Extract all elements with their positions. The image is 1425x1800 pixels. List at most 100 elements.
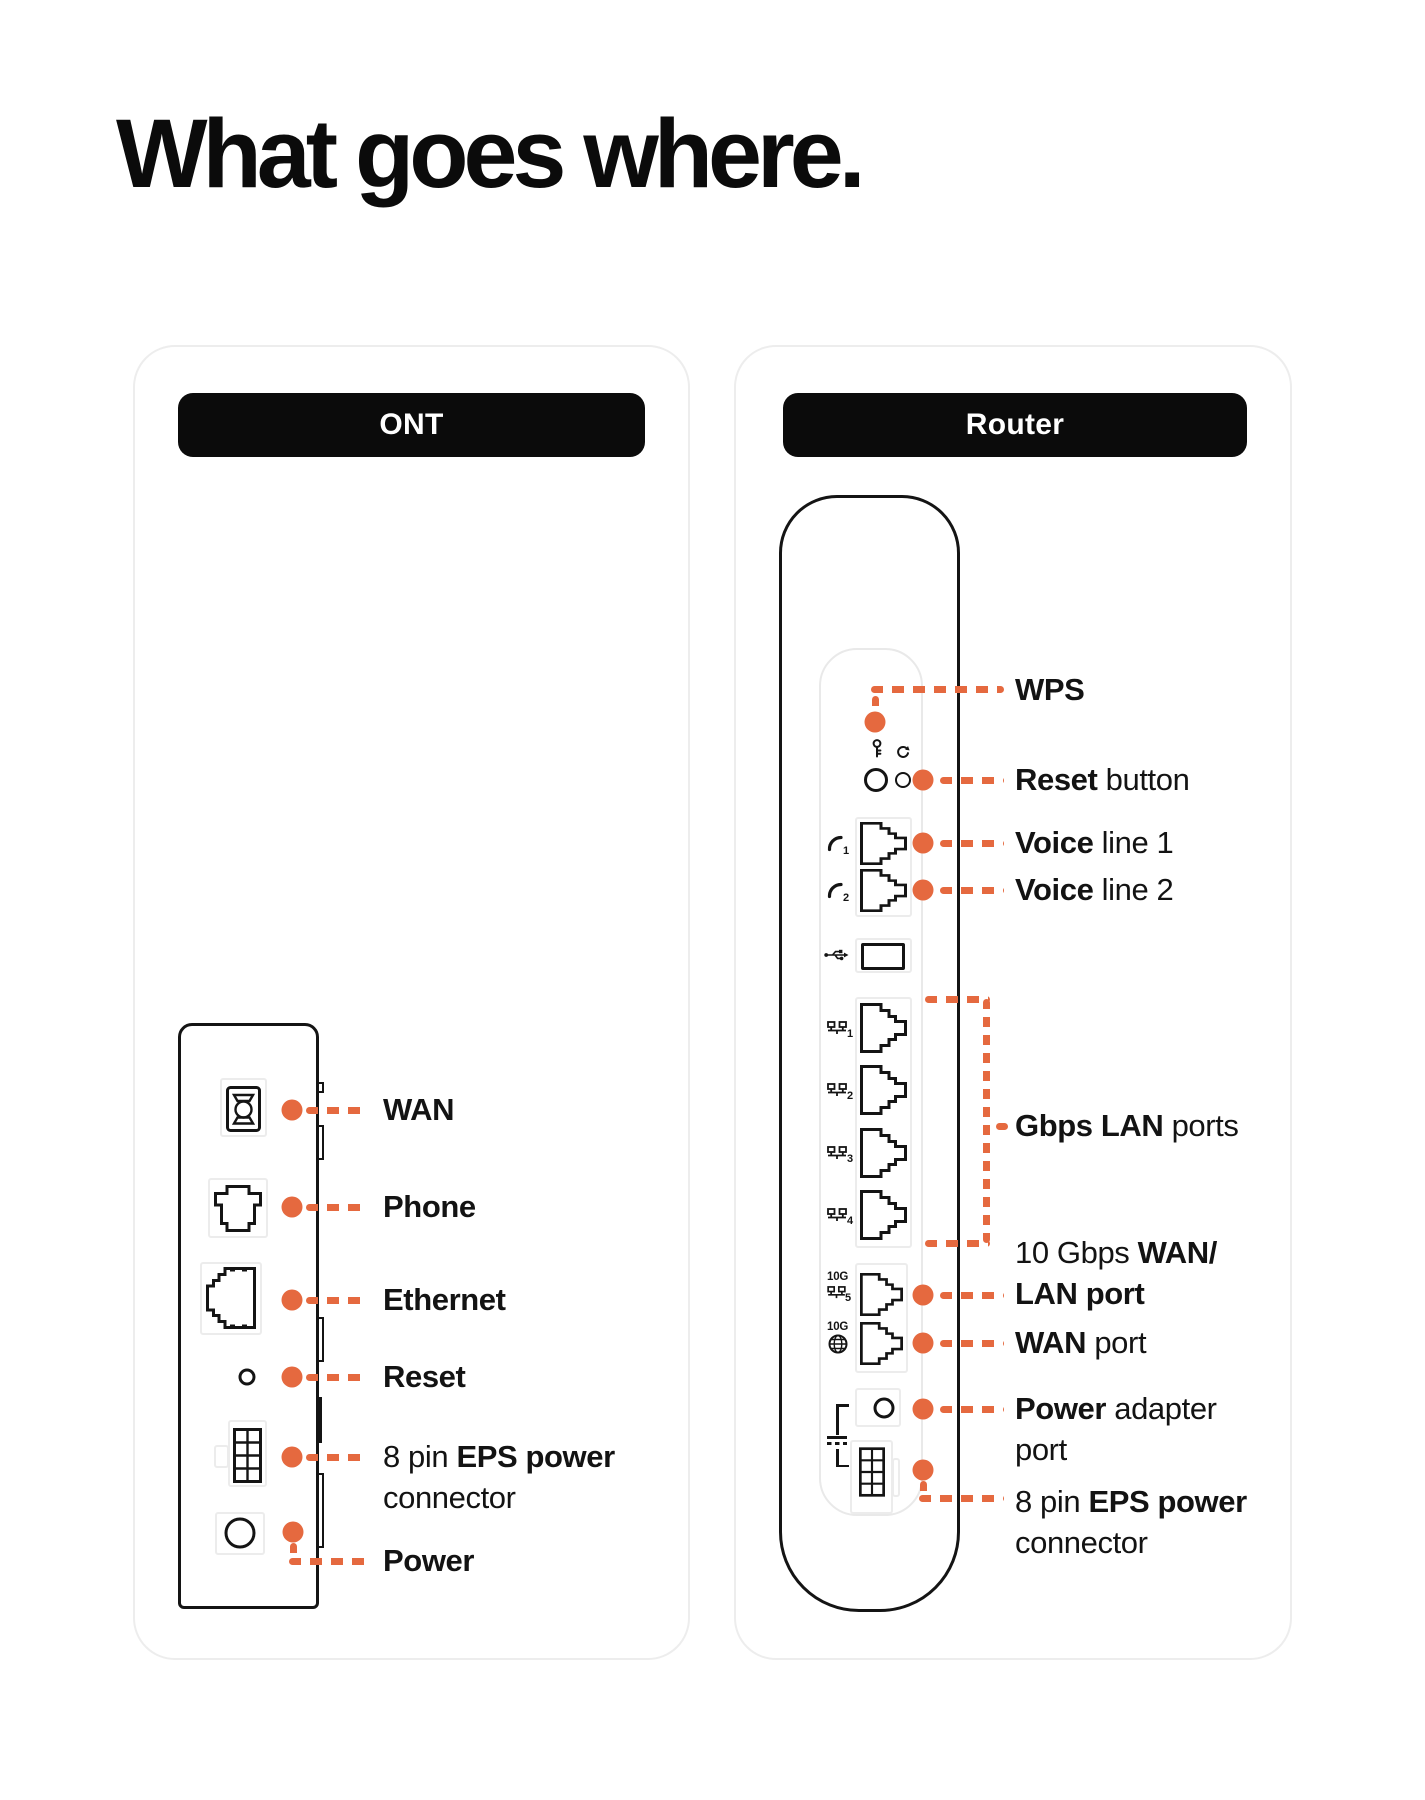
power-callout-dashes — [289, 1557, 369, 1565]
lan-label-dash — [996, 1122, 1008, 1130]
ten-gig-lan-port-icon — [860, 1273, 903, 1316]
lan-bracket-top-dashes — [925, 995, 990, 1003]
eps-callout-dashes — [306, 1453, 368, 1461]
ten-gig-lan-callout-dashes — [940, 1291, 1004, 1299]
ont-side-detail — [317, 1125, 324, 1160]
network-icon — [827, 1146, 847, 1160]
dc-power-icon — [827, 1436, 847, 1439]
power-bracket-icon — [837, 1404, 849, 1407]
ont-eps-label-line1: 8 pin EPS power — [383, 1439, 615, 1474]
router-power-callout-dashes — [940, 1405, 1004, 1413]
eps-8pin-connector-icon — [233, 1428, 262, 1483]
ont-side-detail — [319, 1397, 322, 1443]
router-reset-callout-dot — [912, 769, 934, 791]
ont-reset-label: Reset — [383, 1359, 466, 1394]
router-eps-callout-dot — [912, 1459, 934, 1481]
router-reset-callout-dashes — [940, 776, 1004, 784]
voice2-port-icon — [860, 869, 907, 912]
wan-port-label: WAN port — [1015, 1325, 1147, 1360]
lan-bracket-vertical-dashes — [983, 999, 990, 1243]
voice2-number: 2 — [843, 892, 850, 904]
router-eps-callout-dashes-vertical — [919, 1481, 927, 1497]
power-bracket-icon — [837, 1464, 849, 1467]
ont-reset-button-icon — [238, 1368, 256, 1386]
router-eps-callout-dashes — [919, 1495, 1004, 1502]
voice2-callout-dot — [912, 879, 934, 901]
phone-handset-icon — [827, 882, 843, 899]
ont-header-pill: ONT — [178, 393, 645, 457]
ten-gig-wan-tag: 10G — [827, 1321, 849, 1333]
lan1-number: 1 — [847, 1028, 854, 1040]
ten-gig-lan-tag: 10G — [827, 1271, 849, 1283]
power-callout-dashes-vertical — [289, 1543, 297, 1561]
ethernet-rj45-port-icon — [206, 1267, 256, 1329]
wps-callout-dashes — [871, 685, 1004, 693]
lan4-number: 4 — [847, 1215, 854, 1227]
dc-power-icon — [827, 1442, 847, 1445]
rotate-arrow-icon — [897, 745, 910, 758]
ont-wan-label: WAN — [383, 1092, 455, 1127]
voice2-callout-dashes — [940, 886, 1004, 894]
phone-callout-dot — [281, 1196, 303, 1218]
router-eps-port-tab — [892, 1458, 900, 1497]
ont-side-detail — [317, 1317, 324, 1362]
key-icon — [872, 739, 882, 758]
ten-gig-lan-callout-dot — [912, 1284, 934, 1306]
phone-callout-dashes — [306, 1203, 368, 1211]
wps-callout-dot — [864, 711, 886, 733]
voice2-label: Voice line 2 — [1015, 872, 1174, 907]
reset-callout-dot — [281, 1366, 303, 1388]
router-power-label-line1: Power adapter — [1015, 1391, 1217, 1426]
lan2-number: 2 — [847, 1090, 854, 1102]
network-icon — [827, 1286, 846, 1299]
network-icon — [827, 1208, 847, 1222]
router-reset-button-icon — [895, 772, 911, 788]
eps-callout-dot — [281, 1446, 303, 1468]
network-icon — [827, 1021, 847, 1035]
router-wps-label: WPS — [1015, 672, 1085, 707]
ethernet-callout-dot — [281, 1289, 303, 1311]
router-reset-label: Reset button — [1015, 762, 1190, 797]
network-icon — [827, 1083, 847, 1097]
voice1-callout-dot — [912, 832, 934, 854]
ont-header-label: ONT — [379, 408, 444, 441]
voice1-callout-dashes — [940, 839, 1004, 847]
voice1-label: Voice line 1 — [1015, 825, 1174, 860]
power-bracket-icon — [836, 1404, 839, 1435]
page-title: What goes where. — [116, 99, 866, 208]
wan-callout-dot — [281, 1099, 303, 1121]
router-eps-label-line1: 8 pin EPS power — [1015, 1484, 1247, 1519]
lan2-port-icon — [860, 1065, 907, 1115]
lan-ports-label: Gbps LAN ports — [1015, 1108, 1239, 1143]
lan3-port-icon — [860, 1128, 907, 1178]
globe-icon — [828, 1334, 848, 1354]
phone-rj11-port-icon — [214, 1185, 262, 1232]
voice1-port-icon — [860, 822, 907, 865]
ten-gig-wanlan-label-line2: LAN port — [1015, 1276, 1145, 1311]
router-power-label-line2: port — [1015, 1432, 1067, 1467]
phone-handset-icon — [827, 835, 843, 852]
lan5-number: 5 — [845, 1292, 852, 1304]
lan4-port-icon — [860, 1190, 907, 1240]
wan-port-callout-dot — [912, 1332, 934, 1354]
reset-callout-dashes — [306, 1373, 368, 1381]
router-power-callout-dot — [912, 1398, 934, 1420]
wan-callout-dashes — [306, 1106, 368, 1114]
eps-8pin-connector-icon — [859, 1447, 885, 1497]
ont-ethernet-label: Ethernet — [383, 1282, 506, 1317]
lan1-port-icon — [860, 1003, 907, 1053]
voice1-number: 1 — [843, 845, 850, 857]
ont-eps-port-tab — [214, 1445, 229, 1468]
ont-side-detail — [317, 1473, 324, 1548]
ten-gig-wan-port-icon — [860, 1322, 903, 1365]
lan-bracket-bottom-dashes — [925, 1239, 990, 1247]
ethernet-callout-dashes — [306, 1296, 368, 1304]
wan-port-callout-dashes — [940, 1339, 1004, 1347]
ont-side-detail — [317, 1082, 324, 1093]
lan3-number: 3 — [847, 1153, 854, 1165]
router-header-pill: Router — [783, 393, 1247, 457]
wps-callout-dashes-vertical — [871, 696, 879, 714]
ont-eps-label-line2: connector — [383, 1480, 516, 1515]
ont-power-label: Power — [383, 1543, 475, 1578]
